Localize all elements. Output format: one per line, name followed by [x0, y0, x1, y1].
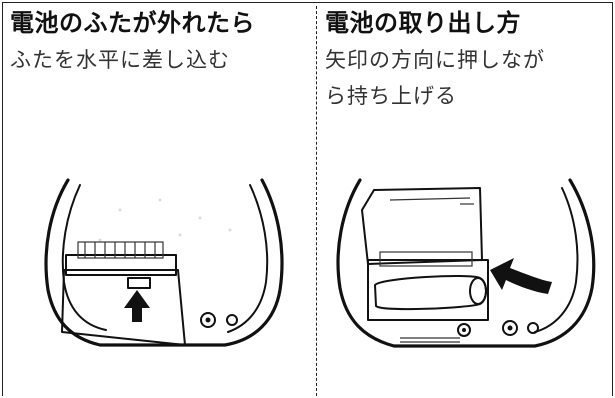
right-panel-instruction: 矢印の方向に押しなが ら持ち上げる: [325, 42, 610, 114]
right-panel-instruction-line2: ら持ち上げる: [325, 84, 457, 108]
battery-removal-illustration: [336, 178, 596, 348]
curved-push-arrow-icon: [490, 258, 552, 294]
left-panel-title: 電池のふたが外れたら: [10, 9, 255, 37]
right-panel: 電池の取り出し方 矢印の方向に押しなが ら持ち上げる: [325, 8, 610, 114]
right-panel-title: 電池の取り出し方: [325, 9, 521, 37]
right-panel-instruction-line1: 矢印の方向に押しなが: [325, 48, 545, 72]
battery-cover-insert-illustration: [44, 178, 284, 347]
dashed-divider: [316, 6, 317, 396]
texture-dots: [98, 198, 232, 242]
left-panel-instruction: ふたを水平に差し込む: [10, 48, 230, 72]
up-arrow-icon: [124, 290, 150, 322]
left-panel: 電池のふたが外れたら ふたを水平に差し込む: [10, 8, 310, 78]
